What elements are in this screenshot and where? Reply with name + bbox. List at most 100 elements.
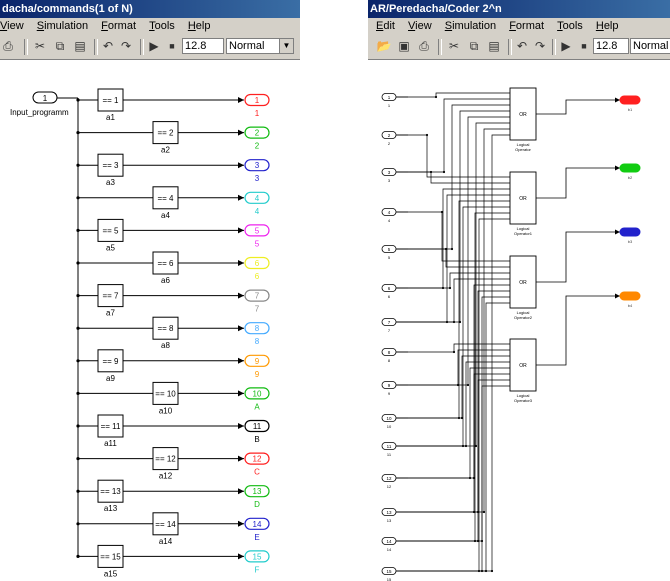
- copy-icon[interactable]: ⧉: [55, 39, 65, 53]
- compare-block-name: a15: [104, 569, 118, 578]
- signal-line: [396, 218, 510, 572]
- logical-operator-block: [509, 171, 537, 225]
- arrow-icon: [615, 165, 620, 171]
- outport-label: A: [254, 402, 260, 411]
- sim-time-input[interactable]: 12.8: [182, 38, 224, 54]
- stop-icon[interactable]: ■: [169, 41, 175, 51]
- arrow-icon: [238, 260, 244, 266]
- menu-view[interactable]: View: [408, 20, 432, 32]
- logical-operator-label: Logical: [517, 393, 530, 398]
- signal-line: [396, 200, 510, 419]
- play-icon[interactable]: ▶: [149, 39, 159, 53]
- signal-line: [396, 134, 510, 572]
- outport-number: 11: [253, 422, 262, 431]
- signal-line: [396, 284, 510, 479]
- menu-help[interactable]: Help: [187, 20, 211, 32]
- signal-line: [396, 385, 510, 572]
- inport-number: 2: [388, 133, 391, 138]
- menu-format[interactable]: Format: [509, 20, 545, 32]
- signal-line: [536, 99, 620, 115]
- menu-simulation[interactable]: Simulation: [444, 20, 497, 32]
- open-icon[interactable]: 📂: [376, 39, 392, 53]
- signal-line: [396, 122, 510, 447]
- paste-icon[interactable]: ▤: [74, 39, 86, 53]
- toolbar-separator: [438, 39, 442, 55]
- copy-icon[interactable]: ⧉: [469, 39, 479, 53]
- outport-label: 3: [255, 174, 260, 183]
- redo-icon[interactable]: ↷: [120, 39, 132, 53]
- compare-block-label: == 5: [102, 226, 119, 235]
- compare-block-label: == 8: [157, 324, 174, 333]
- undo-icon[interactable]: ↶: [516, 39, 528, 53]
- inport-label: 9: [388, 391, 391, 396]
- arrow-icon: [238, 553, 244, 560]
- signal-line: [396, 272, 510, 289]
- save-icon[interactable]: ▣: [398, 39, 410, 53]
- junction-dot: [460, 416, 464, 420]
- junction-dot: [476, 539, 480, 543]
- compare-block-name: a11: [104, 439, 117, 448]
- inport-number: 13: [386, 510, 392, 515]
- junction-dot: [76, 457, 80, 461]
- outport-block: [619, 291, 641, 301]
- inport-label: 2: [388, 141, 391, 146]
- menu-tools[interactable]: Tools: [557, 20, 583, 32]
- play-icon[interactable]: ▶: [561, 39, 571, 53]
- outport-number: 15: [253, 552, 262, 561]
- undo-icon[interactable]: ↶: [102, 39, 114, 53]
- menu-view[interactable]: View: [0, 20, 24, 32]
- arrow-icon: [615, 97, 620, 103]
- junction-dot: [76, 294, 80, 298]
- right-window: AR/Peredacha/Coder 2^n Edit View Simulat…: [368, 0, 670, 581]
- junction-dot: [429, 170, 433, 174]
- signal-line: [396, 248, 510, 268]
- compare-block-label: == 14: [155, 520, 176, 529]
- menu-edit[interactable]: Edit: [376, 20, 395, 32]
- outport-label: b3: [628, 239, 633, 244]
- menu-format[interactable]: Format: [101, 20, 137, 32]
- logical-operator-label: Logical: [517, 226, 530, 231]
- cut-icon[interactable]: ✂: [34, 39, 46, 53]
- outport-block: [619, 95, 641, 105]
- outport-block: [619, 227, 641, 237]
- compare-block-name: a14: [159, 537, 173, 546]
- outport-block: [244, 93, 270, 107]
- compare-block-name: a12: [159, 472, 173, 481]
- sim-mode-select[interactable]: Normal: [630, 38, 670, 54]
- paste-icon[interactable]: ▤: [488, 39, 500, 53]
- menu-help[interactable]: Help: [595, 20, 619, 32]
- sim-mode-select[interactable]: Normal ▼: [226, 38, 294, 54]
- outport-block: [244, 126, 270, 139]
- chevron-down-icon[interactable]: ▼: [279, 39, 293, 53]
- menu-tools[interactable]: Tools: [149, 20, 175, 32]
- logical-operator-label: Operator1: [514, 231, 533, 236]
- inport-label: 15: [387, 577, 392, 581]
- signal-line: [396, 171, 510, 184]
- print-icon[interactable]: ⎙: [419, 39, 429, 53]
- inport-label: 6: [388, 294, 391, 299]
- outport-label: F: [255, 565, 260, 574]
- arrow-icon: [615, 293, 620, 299]
- sim-time-input[interactable]: 12.8: [593, 38, 629, 54]
- outport-label: E: [254, 533, 259, 542]
- cut-icon[interactable]: ✂: [448, 39, 460, 53]
- outport-number: 4: [255, 194, 260, 203]
- stop-icon[interactable]: ■: [581, 41, 587, 51]
- inport-label: Input_programm: [10, 108, 69, 117]
- compare-block-label: == 2: [157, 129, 174, 138]
- inport-number: 11: [387, 444, 392, 449]
- redo-icon[interactable]: ↷: [534, 39, 546, 53]
- arrow-icon: [238, 423, 244, 429]
- junction-dot: [466, 383, 470, 387]
- inport-label: 11: [387, 452, 392, 457]
- inport-number: 15: [386, 569, 392, 574]
- print-icon[interactable]: ⎙: [3, 39, 13, 53]
- inport-number: 10: [386, 416, 392, 421]
- outport-block: [244, 485, 270, 498]
- signal-line: [396, 349, 510, 386]
- outport-label: B: [254, 435, 259, 444]
- menu-simulation[interactable]: Simulation: [36, 20, 89, 32]
